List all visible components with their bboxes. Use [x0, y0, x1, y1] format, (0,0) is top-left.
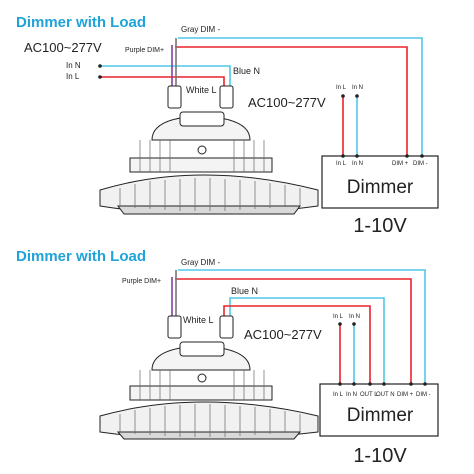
- terminal-dot-icon: [98, 75, 102, 79]
- top-dimmer-terminal-dim-minus: DIM -: [413, 161, 428, 167]
- top-in-l-label: In L: [66, 72, 80, 81]
- top-in-l-wire: [100, 76, 225, 86]
- bottom-white-l-wire: [223, 305, 371, 384]
- bottom-white-wire-label: White L: [183, 315, 214, 325]
- top-in-n-label: In N: [66, 61, 81, 70]
- top-dimmer-terminal-in-n: In N: [352, 161, 363, 167]
- top-dimmer-terminal-dim-plus: DIM +: [392, 161, 409, 167]
- top-blue-wire-label: Blue N: [233, 66, 260, 76]
- bottom-dimmer-terminal-dim-minus: DIM -: [416, 392, 431, 398]
- diagram-bottom-title: Dimmer with Load: [16, 248, 146, 265]
- top-gray-wire-label: Gray DIM -: [181, 25, 220, 34]
- top-wires: [100, 37, 423, 156]
- terminal-dot-icon: [423, 382, 427, 386]
- bottom-dimmer-type: 1-10V: [353, 445, 407, 467]
- terminal-dot-icon: [338, 322, 342, 326]
- top-purple-dim-plus-wire: [175, 46, 408, 156]
- bottom-dimmer-terminal-out-l: OUT L: [360, 392, 378, 398]
- bottom-dimmer-top-terminal-1: In N: [349, 314, 360, 320]
- terminal-dot-icon: [352, 382, 356, 386]
- terminal-dot-icon: [409, 382, 413, 386]
- bottom-dimmer-terminal-out-n: OUT N: [376, 392, 395, 398]
- terminal-dot-icon: [341, 94, 345, 98]
- diagram-bottom: Dimmer with Load Gray DIM - Purple DIM+ …: [16, 248, 439, 467]
- bottom-purple-wire-label: Purple DIM+: [122, 278, 161, 285]
- terminal-dot-icon: [338, 382, 342, 386]
- bottom-dimmer-terminal-in-n: In N: [346, 392, 357, 398]
- top-dimmer-top-terminal-0: In L: [336, 85, 347, 91]
- bottom-dimmer-terminal-in-l: In L: [333, 392, 344, 398]
- top-dimmer-ac-label: AC100~277V: [248, 95, 326, 110]
- terminal-dot-icon: [352, 322, 356, 326]
- bottom-ac-input-label: AC100~277V: [244, 327, 322, 342]
- bottom-fixture-ufo-high-bay-light-icon: [99, 315, 319, 440]
- bottom-blue-n-wire: [229, 297, 385, 384]
- bottom-dimmer-name: Dimmer: [347, 405, 414, 426]
- bottom-dimmer-box: [319, 383, 439, 437]
- terminal-dot-icon: [420, 154, 424, 158]
- top-fixture-ufo-high-bay-light-icon: [99, 85, 319, 215]
- bottom-purple-dim-plus-wire: [175, 278, 412, 384]
- top-dimmer-name: Dimmer: [347, 177, 414, 198]
- top-ac-input-label: AC100~277V: [24, 40, 102, 55]
- diagram-top: Dimmer with Load AC100~277V In N In L Gr…: [16, 14, 439, 237]
- top-dimmer-type: 1-10V: [353, 215, 407, 237]
- bottom-dimmer-terminal-dim-plus: DIM +: [397, 392, 414, 398]
- top-dimmer-terminal-in-l: In L: [336, 161, 347, 167]
- top-dimmer-box: [321, 155, 439, 209]
- terminal-dot-icon: [341, 154, 345, 158]
- terminal-dot-icon: [368, 382, 372, 386]
- bottom-gray-wire-label: Gray DIM -: [181, 258, 220, 267]
- top-white-wire-label: White L: [186, 85, 217, 95]
- bottom-blue-wire-label: Blue N: [231, 286, 258, 296]
- bottom-dimmer-top-terminal-0: In L: [333, 314, 344, 320]
- terminal-dot-icon: [98, 64, 102, 68]
- top-in-n-wire: [100, 65, 231, 86]
- top-dimmer-top-terminal-1: In N: [352, 85, 363, 91]
- terminal-dot-icon: [405, 154, 409, 158]
- top-purple-wire-label: Purple DIM+: [125, 47, 164, 54]
- diagram-top-title: Dimmer with Load: [16, 14, 146, 31]
- terminal-dot-icon: [355, 154, 359, 158]
- bottom-gray-dim-minus-wire: [178, 269, 426, 384]
- top-gray-dim-minus-wire: [178, 37, 423, 156]
- bottom-wires: [171, 269, 426, 384]
- terminal-dot-icon: [355, 94, 359, 98]
- terminal-dot-icon: [382, 382, 386, 386]
